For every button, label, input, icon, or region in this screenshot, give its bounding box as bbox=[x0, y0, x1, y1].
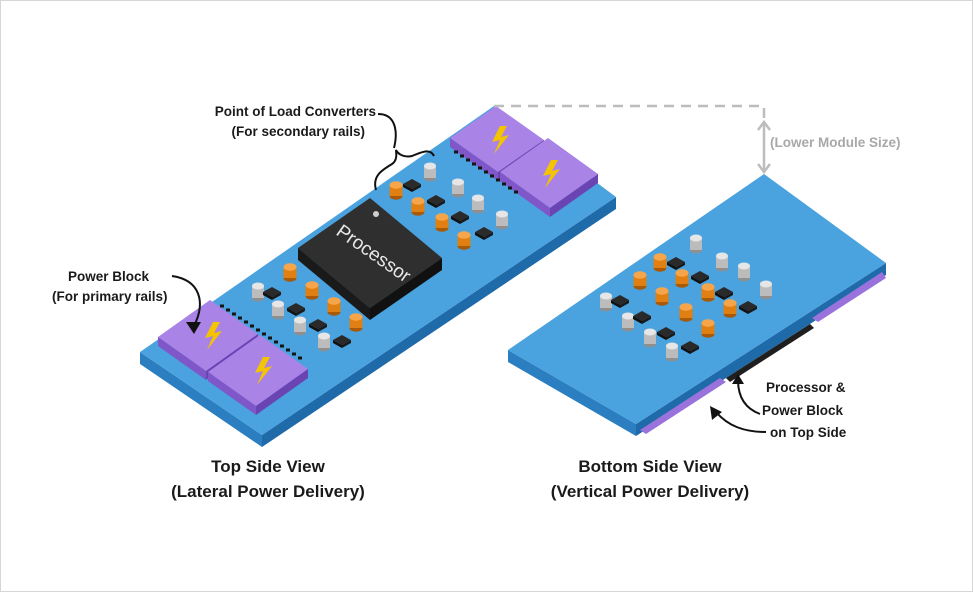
pol-brace bbox=[374, 149, 435, 191]
top-view-subtitle: (Lateral Power Delivery) bbox=[171, 482, 365, 501]
capacitor bbox=[666, 342, 678, 362]
purple-underside-strip bbox=[812, 272, 886, 322]
inductor bbox=[349, 313, 363, 332]
capacitor bbox=[272, 300, 284, 320]
capacitor bbox=[622, 312, 634, 332]
inductor bbox=[283, 263, 297, 282]
inductor bbox=[305, 281, 319, 300]
inductor bbox=[411, 197, 425, 216]
power-block-pointer-arrow bbox=[171, 275, 201, 327]
bottom-view-title: Bottom Side View bbox=[578, 457, 722, 476]
module-size-guide bbox=[494, 104, 771, 175]
dark-underside-chip bbox=[726, 324, 814, 382]
capacitor bbox=[294, 316, 306, 336]
capacitor bbox=[600, 292, 612, 312]
power-block-group-right bbox=[450, 106, 598, 217]
lower-module-size-label: (Lower Module Size) bbox=[770, 135, 901, 150]
purple-underside-strip bbox=[640, 378, 726, 434]
capacitor bbox=[496, 210, 508, 230]
capacitor bbox=[760, 280, 772, 300]
lightning-bolt-icon bbox=[255, 357, 272, 385]
note-arrowhead-upper bbox=[732, 374, 744, 384]
pol-subtitle: (For secondary rails) bbox=[231, 124, 365, 139]
lightning-bolt-icon bbox=[543, 160, 560, 188]
lightning-bolt-icon bbox=[205, 322, 222, 350]
capacitor bbox=[318, 332, 330, 352]
inductor bbox=[457, 231, 471, 250]
capacitor bbox=[644, 328, 656, 348]
capacitor bbox=[716, 252, 728, 272]
board-left-side bbox=[508, 350, 636, 436]
power-block-subtitle: (For primary rails) bbox=[52, 289, 168, 304]
power-block bbox=[500, 138, 598, 217]
lightning-bolt-icon bbox=[492, 126, 509, 154]
processor-chip: Processor bbox=[298, 198, 442, 320]
bottom-view-subtitle: (Vertical Power Delivery) bbox=[551, 482, 749, 501]
note-line-3: on Top Side bbox=[770, 425, 847, 440]
note-arrowhead-lower bbox=[710, 406, 722, 420]
top-view-title: Top Side View bbox=[211, 457, 325, 476]
power-block-title: Power Block bbox=[68, 269, 150, 284]
pol-title: Point of Load Converters bbox=[215, 104, 376, 119]
inductor bbox=[389, 181, 403, 200]
capacitor bbox=[738, 262, 750, 282]
inductor bbox=[435, 213, 449, 232]
power-block-arrowhead bbox=[186, 322, 201, 334]
note-line-2: Power Block bbox=[762, 403, 844, 418]
capacitor bbox=[472, 194, 484, 214]
capacitor bbox=[424, 162, 436, 182]
inductor bbox=[653, 253, 667, 272]
note-line-1: Processor & bbox=[766, 380, 846, 395]
board-left-side bbox=[140, 352, 262, 447]
note-arrow-lower bbox=[715, 411, 767, 433]
capacitor bbox=[252, 282, 264, 302]
inductor bbox=[679, 303, 693, 322]
inductor bbox=[633, 271, 647, 290]
pol-pointer-arrow bbox=[377, 113, 397, 149]
note-arrow-upper bbox=[737, 379, 761, 415]
bottom-side-board bbox=[508, 174, 886, 436]
inductor bbox=[655, 287, 669, 306]
inductor bbox=[327, 297, 341, 316]
inductor bbox=[675, 269, 689, 288]
capacitor bbox=[452, 178, 464, 198]
power-block-group-left bbox=[158, 300, 308, 415]
inductor bbox=[701, 319, 715, 338]
power-block bbox=[208, 335, 308, 415]
inductor bbox=[701, 283, 715, 302]
board-top-surface bbox=[508, 174, 886, 424]
board-front-side bbox=[262, 197, 616, 447]
inductor bbox=[723, 299, 737, 318]
capacitor bbox=[690, 234, 702, 254]
